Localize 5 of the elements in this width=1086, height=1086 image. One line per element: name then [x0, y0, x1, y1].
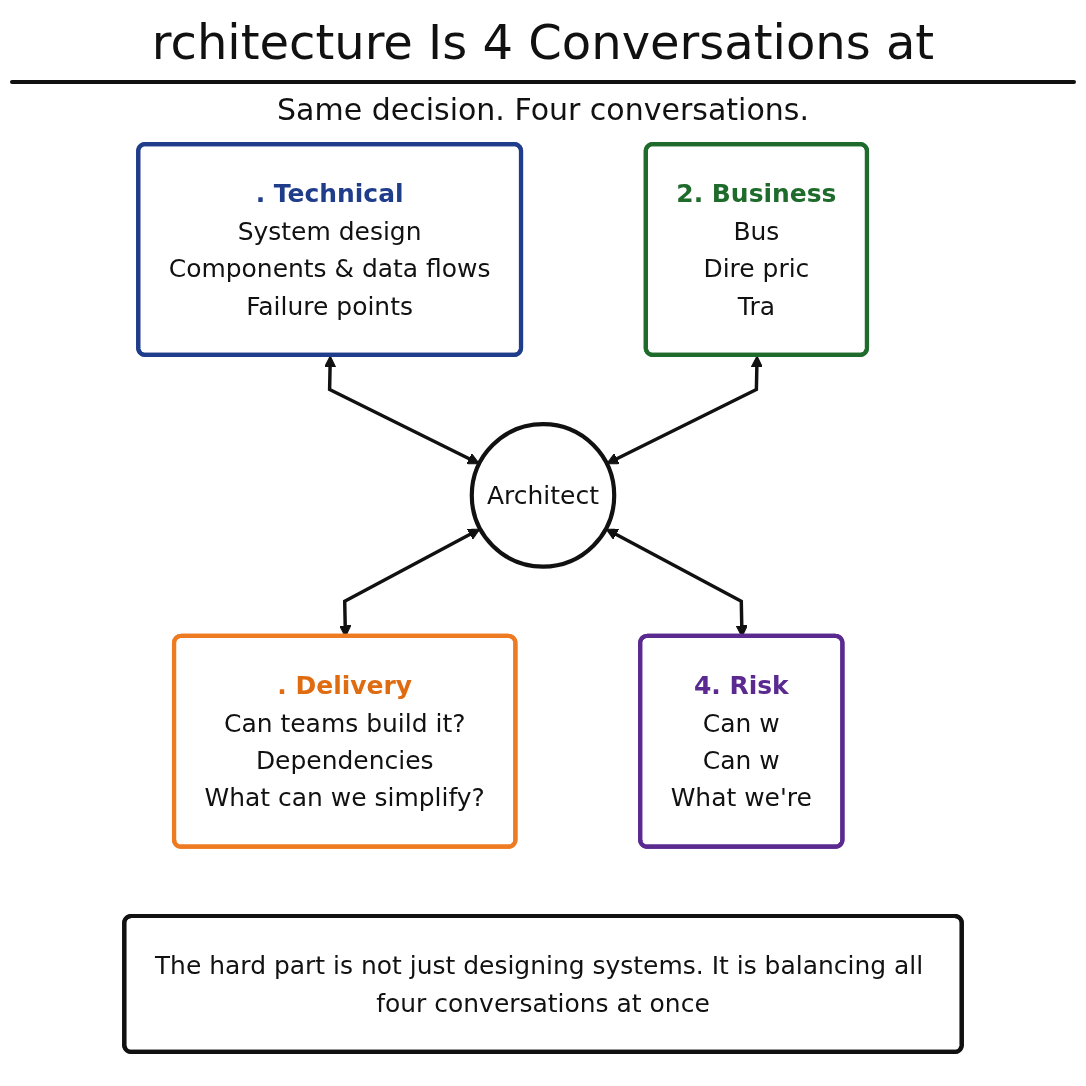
title: rchitecture Is 4 Conversations at — [151, 14, 935, 72]
node-circle: Architect — [469, 421, 617, 569]
subtitle: Same decision. Four conversations. — [277, 90, 809, 129]
arrow — [323, 355, 480, 464]
arrow — [606, 355, 763, 464]
